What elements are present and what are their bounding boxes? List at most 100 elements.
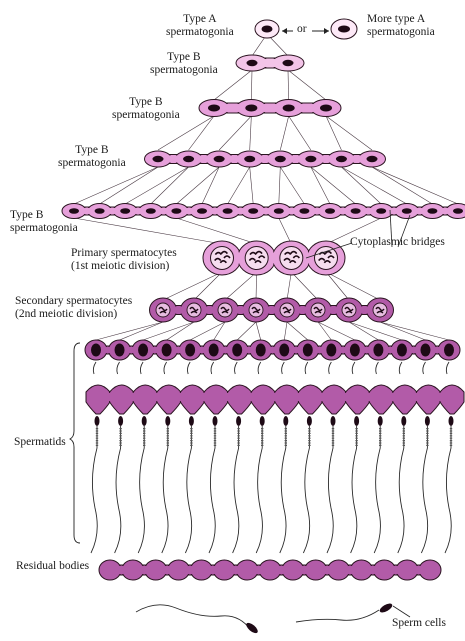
lineage-line — [74, 218, 222, 244]
early-tail — [282, 362, 285, 374]
nucleus — [376, 208, 386, 214]
lineage-line — [279, 167, 280, 204]
nucleus — [171, 208, 181, 214]
spermatid-head — [401, 416, 406, 426]
type-b-label-1-line1: Type B — [150, 51, 218, 64]
sperm-head — [378, 602, 393, 615]
nucleus — [350, 344, 360, 357]
nucleus-envelope — [211, 247, 234, 270]
nucleus — [420, 344, 430, 357]
type-b-label-4-line1: Type B — [10, 209, 78, 222]
early-tail — [352, 362, 355, 374]
nucleus — [245, 105, 257, 112]
nucleus — [120, 208, 130, 214]
arrow-left-head — [282, 28, 287, 34]
lineage-line — [341, 167, 406, 204]
type-b-label-1: Type B spermatogonia — [150, 51, 218, 77]
residual-bodies-row-cell-fill — [146, 561, 166, 579]
spermatid-head — [95, 416, 100, 426]
early-tail — [305, 362, 308, 374]
lineage-line — [311, 167, 356, 204]
type-a-label: Type A spermatogonia — [166, 13, 234, 39]
early-tail — [93, 362, 96, 374]
sperm-cell-2 — [296, 602, 394, 622]
nucleus — [262, 26, 273, 33]
spermatid-head — [378, 416, 383, 426]
residual-bodies-row-cell-fill — [237, 561, 257, 579]
lineage-line — [326, 116, 372, 150]
secondary-spermatocytes-line1: Secondary spermatocytes — [15, 295, 132, 308]
type-b-row-2 — [199, 100, 341, 117]
more-type-a-label-line2: spermatogonia — [367, 26, 435, 39]
residual-bodies-row-cell-fill — [351, 561, 371, 579]
nucleus — [209, 344, 219, 357]
early-tail — [211, 362, 214, 374]
lineage-line — [250, 167, 253, 204]
nucleus — [338, 26, 350, 33]
residual-bodies-row-cell-fill — [191, 561, 211, 579]
secondary-spermatocytes-line2: (2nd meiotic division) — [15, 308, 132, 321]
lineage-line — [202, 167, 219, 204]
lineage-line — [349, 322, 402, 340]
early-tail — [235, 362, 238, 374]
residual-bodies-row-cell-fill — [306, 561, 326, 579]
residual-bodies-row-cell-fill — [374, 561, 394, 579]
lineage-line — [280, 167, 304, 204]
lineage-line — [96, 322, 163, 340]
sperm-head — [245, 621, 260, 635]
nucleus — [91, 344, 101, 357]
sperm-cells-pointer — [393, 606, 410, 617]
type-b-label-2-line2: spermatogonia — [112, 109, 180, 122]
spermatid-head — [260, 416, 265, 426]
more-type-a-label-line1: More type A — [367, 13, 435, 26]
lineage-line — [289, 116, 311, 150]
lineage-line — [74, 167, 158, 204]
lineage-line — [256, 322, 261, 340]
lineage-line — [167, 322, 194, 340]
nucleus — [283, 105, 295, 112]
lineage-line — [287, 272, 291, 300]
residual-bodies-row-cell-fill — [397, 561, 417, 579]
lineage-line — [341, 167, 381, 204]
type-b-label-2-line1: Type B — [112, 96, 180, 109]
residual-bodies-row-cell-fill — [420, 561, 440, 579]
type-b-label-3-line1: Type B — [58, 144, 126, 157]
nucleus — [146, 208, 156, 214]
early-tail — [376, 362, 379, 374]
lineage-line — [280, 116, 288, 150]
spermatid-band-fill — [89, 393, 459, 401]
nucleus — [279, 344, 289, 357]
type-b-label-3-line2: spermatogonia — [58, 157, 126, 170]
nucleus — [232, 344, 242, 357]
nucleus — [197, 208, 207, 214]
lineage-line — [326, 272, 380, 300]
spermatid-head — [236, 416, 241, 426]
type-a-label-line2: spermatogonia — [166, 26, 234, 39]
lineage-line — [349, 322, 378, 340]
nucleus-envelope — [315, 247, 338, 270]
lineage-line — [284, 322, 287, 340]
nucleus — [397, 344, 407, 357]
early-tail — [164, 362, 167, 374]
lineage-line — [228, 167, 250, 204]
spermatid-head — [165, 416, 170, 426]
lineage-line — [143, 322, 194, 340]
nucleus — [373, 344, 383, 357]
early-tail — [423, 362, 426, 374]
elongating-spermatid-row — [86, 385, 464, 553]
primary-spermatocytes-line2: (1st meiotic division) — [71, 260, 177, 273]
nucleus — [115, 344, 125, 357]
nucleus — [275, 156, 286, 162]
lineage-line — [256, 272, 257, 300]
nucleus — [138, 344, 148, 357]
lineage-line — [251, 70, 252, 100]
lineage-line — [318, 322, 355, 340]
spermatid-head — [142, 416, 147, 426]
lineage-line — [288, 70, 326, 100]
type-b-label-3: Type B spermatogonia — [58, 144, 126, 170]
nucleus — [326, 344, 336, 357]
early-tail — [187, 362, 190, 374]
lineage-line — [287, 322, 308, 340]
or-label: or — [297, 23, 307, 36]
spermatid-head — [354, 416, 359, 426]
